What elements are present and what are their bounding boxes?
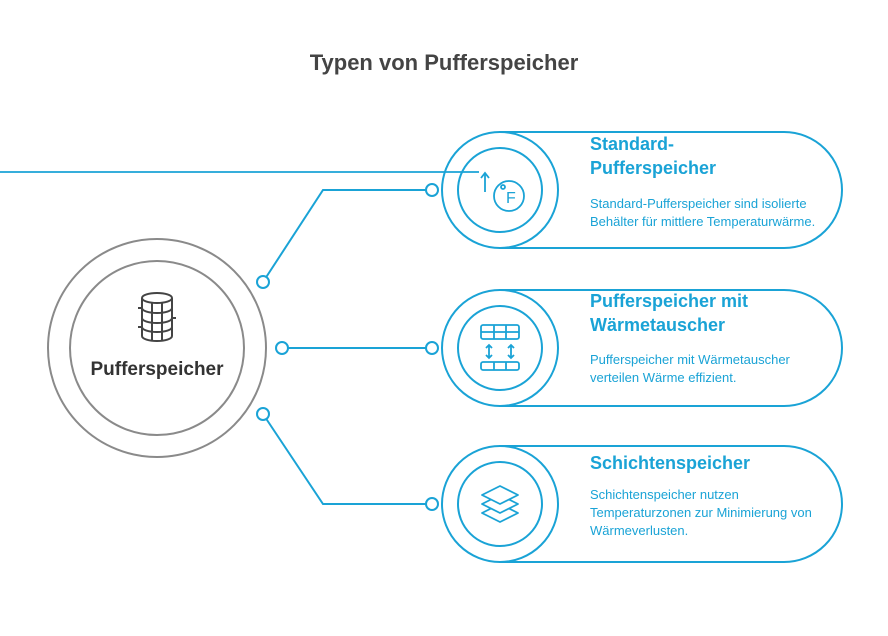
connector-dot-start-3	[256, 407, 270, 421]
diagram-title: Typen von Pufferspeicher	[309, 50, 579, 75]
card-1-title: Standard- Pufferspeicher	[590, 134, 717, 178]
card-1-description: Standard-Pufferspeicher sind isolierte B…	[590, 196, 816, 229]
card-standard-pufferspeicher: F	[0, 131, 843, 249]
center-node-label: Pufferspeicher	[90, 359, 224, 380]
center-node	[47, 238, 267, 458]
connector-dots	[256, 183, 439, 511]
heat-exchanger-icon	[480, 324, 520, 371]
card-pill-1	[499, 131, 843, 249]
connector-line-1	[262, 189, 432, 283]
center-inner-ring	[69, 260, 245, 436]
card-2-title: Pufferspeicher mit Wärmetauscher	[590, 291, 749, 335]
card-schichtenspeicher	[441, 445, 843, 563]
card-pill-3	[499, 445, 843, 563]
cylinder-storage-icon	[138, 292, 176, 342]
connector-dot-start-2	[275, 341, 289, 355]
card-2-description: Pufferspeicher mit Wärmetauscher verteil…	[590, 352, 790, 385]
temperature-fahrenheit-icon	[0, 171, 525, 212]
card-inner-ring-1	[457, 147, 543, 233]
card-pill-2	[499, 289, 843, 407]
card-pufferspeicher-waermetauscher	[441, 289, 843, 407]
card-inner-ring-2	[457, 305, 543, 391]
card-3-title: Schichtenspeicher	[590, 453, 751, 473]
connector-dot-end-3	[425, 497, 439, 511]
connector-dot-start-1	[256, 275, 270, 289]
connector-dot-end-1	[425, 183, 439, 197]
card-3-description: Schichtenspeicher nutzen Temperaturzonen…	[590, 487, 812, 538]
fahrenheit-icon-letter: F	[506, 190, 516, 207]
layers-icon	[481, 485, 519, 523]
connector-dot-end-2	[425, 341, 439, 355]
connectors	[262, 189, 432, 505]
connector-line-3	[262, 413, 432, 505]
